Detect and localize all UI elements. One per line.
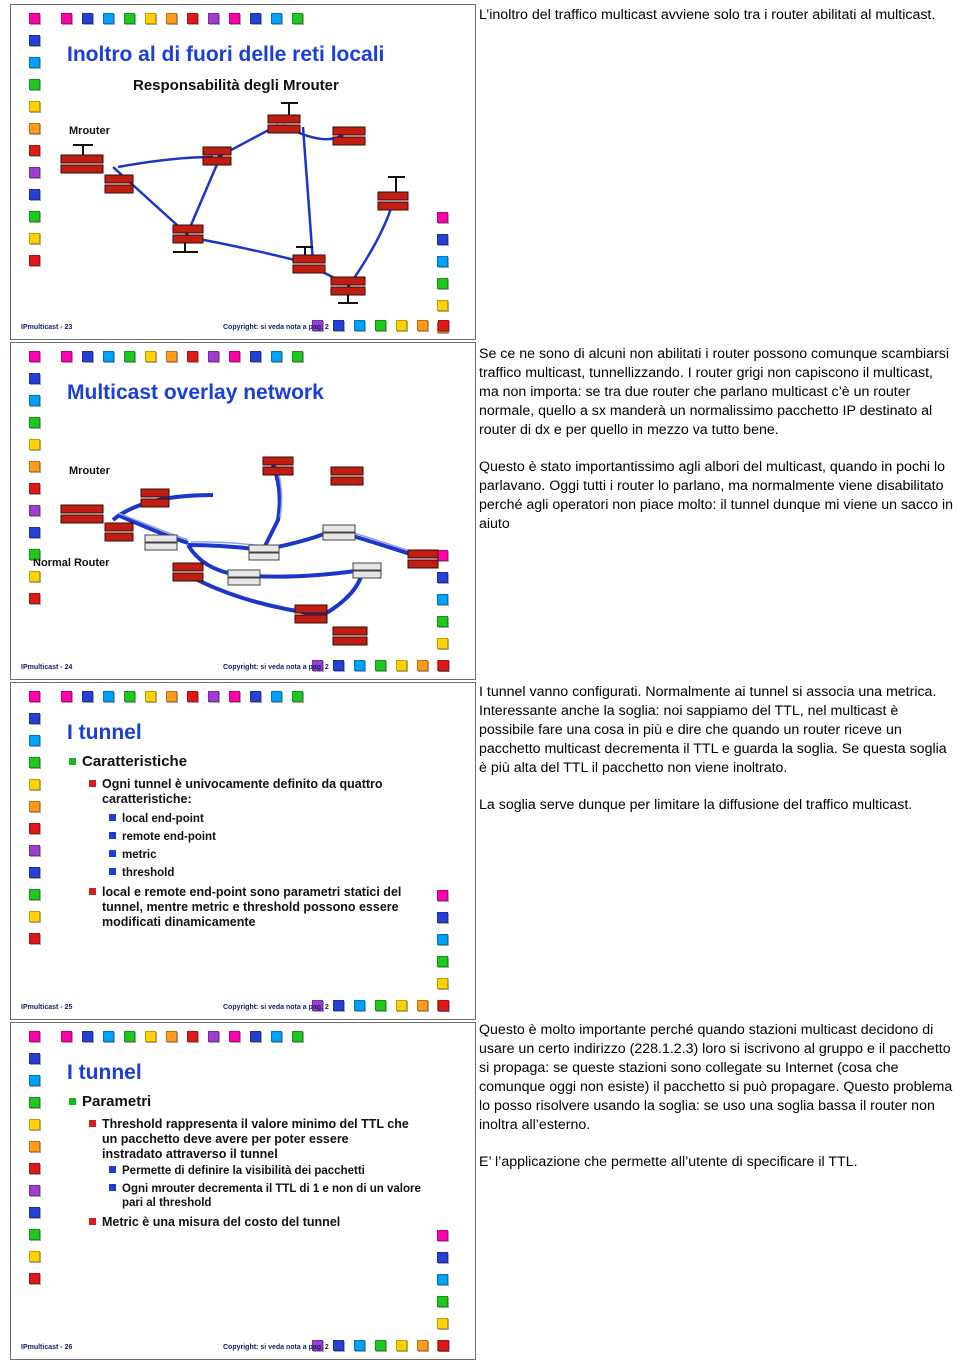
page-row-4: I tunnel Parametri Threshold rappresenta… — [0, 1020, 960, 1362]
decorative-squares-top — [61, 1031, 313, 1042]
slide-title: Inoltro al di fuori delle reti locali — [67, 43, 385, 66]
decorative-squares-top — [61, 13, 313, 24]
decorative-squares-top — [61, 691, 313, 702]
mrouter-icons — [60, 456, 439, 646]
note-paragraph: E’ l’applicazione che permette all’utent… — [479, 1154, 858, 1170]
bullet-level-2: Ogni tunnel è univocamente definito da q… — [89, 777, 412, 807]
decorative-squares-bottom — [302, 660, 449, 671]
slide-24: Multicast overlay network Mrouter Normal… — [10, 342, 476, 680]
bullet-level-1: Caratteristiche — [69, 753, 187, 771]
notes-column-3: I tunnel vanno configurati. Normalmente … — [479, 683, 955, 833]
page-row-1: Inoltro al di fuori delle reti locali Re… — [0, 0, 960, 340]
decorative-squares-left — [29, 1031, 41, 1295]
note-paragraph: Questo è molto importante perché quando … — [479, 1022, 953, 1133]
bullet-level-2: local e remote end-point sono parametri … — [89, 885, 412, 930]
note-paragraph: Questo è stato importantissimo agli albo… — [479, 459, 953, 532]
mrouter-label: Mrouter — [69, 125, 110, 137]
bullet-level-3: remote end-point — [109, 831, 216, 845]
slide-title: I tunnel — [67, 1061, 142, 1084]
slide-footer: IPmulticast - 24 — [21, 664, 73, 671]
slide-title: I tunnel — [67, 721, 142, 744]
slide-title: Multicast overlay network — [67, 381, 324, 404]
decorative-squares-bottom — [302, 1000, 449, 1011]
lan-segments — [73, 102, 405, 304]
notes-column-1: L’inoltro del traffico multicast avviene… — [479, 6, 955, 43]
bullet-level-3: threshold — [109, 867, 174, 881]
bullet-level-3: Ogni mrouter decrementa il TTL di 1 e no… — [109, 1183, 422, 1211]
decorative-squares-bottom — [302, 1340, 449, 1351]
decorative-squares-left — [29, 351, 41, 615]
decorative-squares-bottom — [302, 320, 449, 331]
page-row-2: Multicast overlay network Mrouter Normal… — [0, 340, 960, 680]
slide-footer: IPmulticast - 25 — [21, 1004, 73, 1011]
mrouter-network-diagram — [60, 102, 409, 304]
decorative-squares-right — [437, 550, 449, 679]
note-paragraph: Se ce ne sono di alcuni non abilitati i … — [479, 346, 950, 438]
slide-25: I tunnel Caratteristiche Ogni tunnel è u… — [10, 682, 476, 1020]
bullet-level-3: Permette di definire la visibilità dei p… — [109, 1165, 365, 1179]
note-paragraph: I tunnel vanno configurati. Normalmente … — [479, 684, 947, 776]
note-paragraph: L’inoltro del traffico multicast avviene… — [479, 7, 936, 23]
normal-router-label: Normal Router — [33, 557, 110, 569]
notes-column-2: Se ce ne sono di alcuni non abilitati i … — [479, 345, 955, 552]
slide-footer: IPmulticast - 26 — [21, 1344, 73, 1351]
bullet-level-1: Parametri — [69, 1093, 151, 1111]
bullet-level-3: metric — [109, 849, 157, 863]
slide-footer: IPmulticast - 23 — [21, 324, 73, 331]
overlay-network-diagram — [60, 456, 439, 646]
decorative-squares-left — [29, 13, 41, 277]
slide-copyright: Copyright: si veda nota a pag. 2 — [223, 1004, 329, 1011]
slide-copyright: Copyright: si veda nota a pag. 2 — [223, 324, 329, 331]
normal-router-icons — [144, 524, 382, 586]
slide-26: I tunnel Parametri Threshold rappresenta… — [10, 1022, 476, 1360]
slide-copyright: Copyright: si veda nota a pag. 2 — [223, 664, 329, 671]
bullet-level-3: local end-point — [109, 813, 204, 827]
slide-copyright: Copyright: si veda nota a pag. 2 — [223, 1344, 329, 1351]
decorative-squares-top — [61, 351, 313, 362]
slide-23: Inoltro al di fuori delle reti locali Re… — [10, 4, 476, 340]
notes-column-4: Questo è molto importante perché quando … — [479, 1021, 955, 1190]
network-links — [112, 123, 395, 288]
page-row-3: I tunnel Caratteristiche Ogni tunnel è u… — [0, 680, 960, 1020]
bullet-level-2: Threshold rappresenta il valore minimo d… — [89, 1117, 412, 1162]
slide-subtitle: Responsabilità degli Mrouter — [133, 77, 339, 94]
mrouter-label: Mrouter — [69, 465, 110, 477]
decorative-squares-left — [29, 691, 41, 955]
bullet-level-2: Metric è una misura del costo del tunnel — [89, 1215, 340, 1230]
mrouter-icons — [60, 114, 409, 296]
note-paragraph: La soglia serve dunque per limitare la d… — [479, 797, 913, 813]
